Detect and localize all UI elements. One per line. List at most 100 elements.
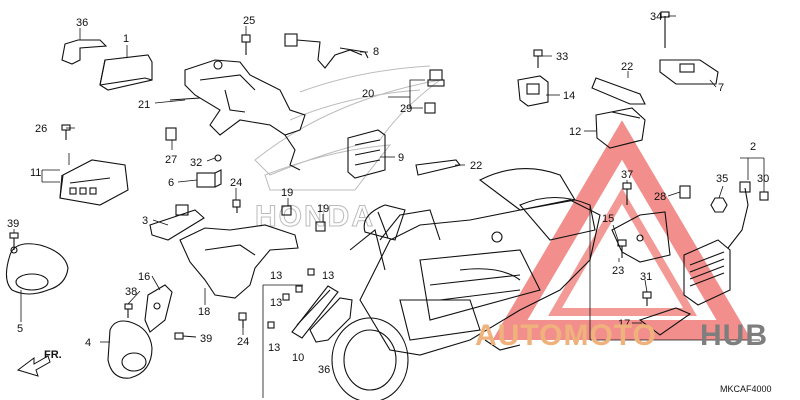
part-bolt-39-lower: [174, 332, 197, 340]
part-ecm-9: [347, 129, 386, 179]
part-bolt-34: [660, 11, 670, 48]
part-bolt-25: [241, 34, 251, 55]
part-bolt-33: [533, 49, 543, 68]
callout-box-lines: [262, 79, 765, 398]
callout-13-c: 13: [270, 297, 282, 309]
front-arrow-icon: [16, 355, 51, 377]
callout-numbers: 36 1 25 8 21 26 11 27 32 6 3 24 19 19 9 …: [7, 11, 769, 376]
part-bracket-36-top: [61, 39, 108, 65]
part-bracket-36-lower: [309, 297, 353, 343]
part-regulator-2: [683, 181, 751, 306]
callout-30: 30: [757, 173, 769, 185]
callout-7: 7: [718, 82, 724, 94]
motorcycle-outline: [331, 168, 601, 400]
callout-25: 25: [243, 15, 255, 27]
callout-3: 3: [142, 215, 148, 227]
callout-6: 6: [168, 177, 174, 189]
part-bolt-39-left: [9, 232, 19, 250]
callout-19-b: 19: [317, 203, 329, 215]
part-module-1: [99, 54, 153, 91]
part-rubber-22-center: [415, 159, 461, 176]
part-rubber-22-right: [591, 77, 646, 105]
callout-1: 1: [123, 33, 129, 45]
callout-34: 34: [650, 11, 662, 23]
callout-4: 4: [85, 337, 91, 349]
part-relay-3: [149, 204, 205, 241]
part-horn-4: [107, 320, 153, 379]
callout-39-lower: 39: [200, 333, 212, 345]
part-control-unit-11: [59, 159, 129, 206]
callout-12: 12: [569, 126, 581, 138]
part-plate-17: [638, 307, 692, 336]
callout-33: 33: [556, 51, 568, 63]
part-nut-35: [710, 197, 728, 213]
part-clip-27: [165, 127, 177, 141]
part-sensor-20: [427, 69, 445, 87]
part-bolt-38: [124, 303, 133, 318]
part-screw-32: [214, 154, 222, 162]
part-module-12: [595, 107, 646, 149]
part-bolt-31: [642, 291, 652, 306]
callout-38: 38: [125, 286, 137, 298]
watermark-part2: HUB: [700, 319, 768, 352]
callout-21: 21: [138, 99, 150, 111]
part-clip-19-a: [281, 205, 292, 216]
callout-20: 20: [362, 88, 374, 100]
watermark-part1: AUTOMOTO: [475, 319, 657, 352]
callout-13-d: 13: [268, 342, 280, 354]
part-sensor-14: [517, 75, 549, 107]
diagram-code: MKCAF4000: [720, 384, 772, 394]
callout-29: 29: [400, 103, 412, 115]
callout-32: 32: [190, 157, 202, 169]
part-bolt-24-upper: [232, 199, 241, 213]
callout-31: 31: [640, 271, 652, 283]
part-horn-5: [5, 243, 69, 295]
leader-lines: [13, 15, 724, 343]
callout-18: 18: [198, 306, 210, 318]
callout-5: 5: [17, 323, 23, 335]
part-relay-6: [196, 169, 222, 188]
part-bracket-10: [291, 285, 339, 339]
part-module-7: [659, 59, 719, 85]
callout-27: 27: [165, 154, 177, 166]
callout-16: 16: [138, 271, 150, 283]
callout-39-left: 39: [7, 218, 19, 230]
callout-13-b: 13: [322, 270, 334, 282]
watermark-triangles: [492, 120, 752, 340]
callout-13-a: 13: [270, 270, 282, 282]
front-direction-indicator: FR.: [16, 349, 62, 377]
callout-24-upper: 24: [230, 177, 242, 189]
part-sensor-8: [284, 33, 369, 69]
callout-11: 11: [30, 167, 41, 179]
callout-8: 8: [373, 46, 379, 58]
part-stay-16: [144, 284, 173, 333]
part-cover-18: [179, 224, 299, 299]
callout-26: 26: [35, 123, 47, 135]
callout-15: 15: [602, 213, 614, 225]
part-clip-30: [759, 191, 769, 201]
callout-36-top: 36: [76, 17, 88, 29]
part-bolt-24-lower: [238, 312, 247, 328]
callout-22-right: 22: [621, 61, 633, 73]
part-clip-29: [424, 102, 436, 114]
part-bracket-21: [169, 59, 306, 171]
part-clip-28: [679, 185, 691, 199]
part-clip-19-b: [315, 221, 326, 232]
callout-35: 35: [716, 173, 728, 185]
callout-9: 9: [398, 152, 404, 164]
callout-2: 2: [750, 141, 756, 153]
callout-19-a: 19: [281, 187, 293, 199]
callout-10: 10: [292, 352, 304, 364]
callout-14: 14: [563, 90, 575, 102]
callout-24-lower: 24: [237, 336, 249, 348]
part-clips-13: [267, 268, 315, 329]
callout-22-center: 22: [470, 160, 482, 172]
callout-28: 28: [654, 191, 666, 203]
callout-23: 23: [612, 265, 624, 277]
callout-36-lower: 36: [318, 364, 330, 376]
front-direction-label: FR.: [44, 349, 62, 361]
callout-37: 37: [621, 169, 633, 181]
windscreen: [363, 204, 406, 241]
part-bolt-26: [61, 124, 71, 140]
